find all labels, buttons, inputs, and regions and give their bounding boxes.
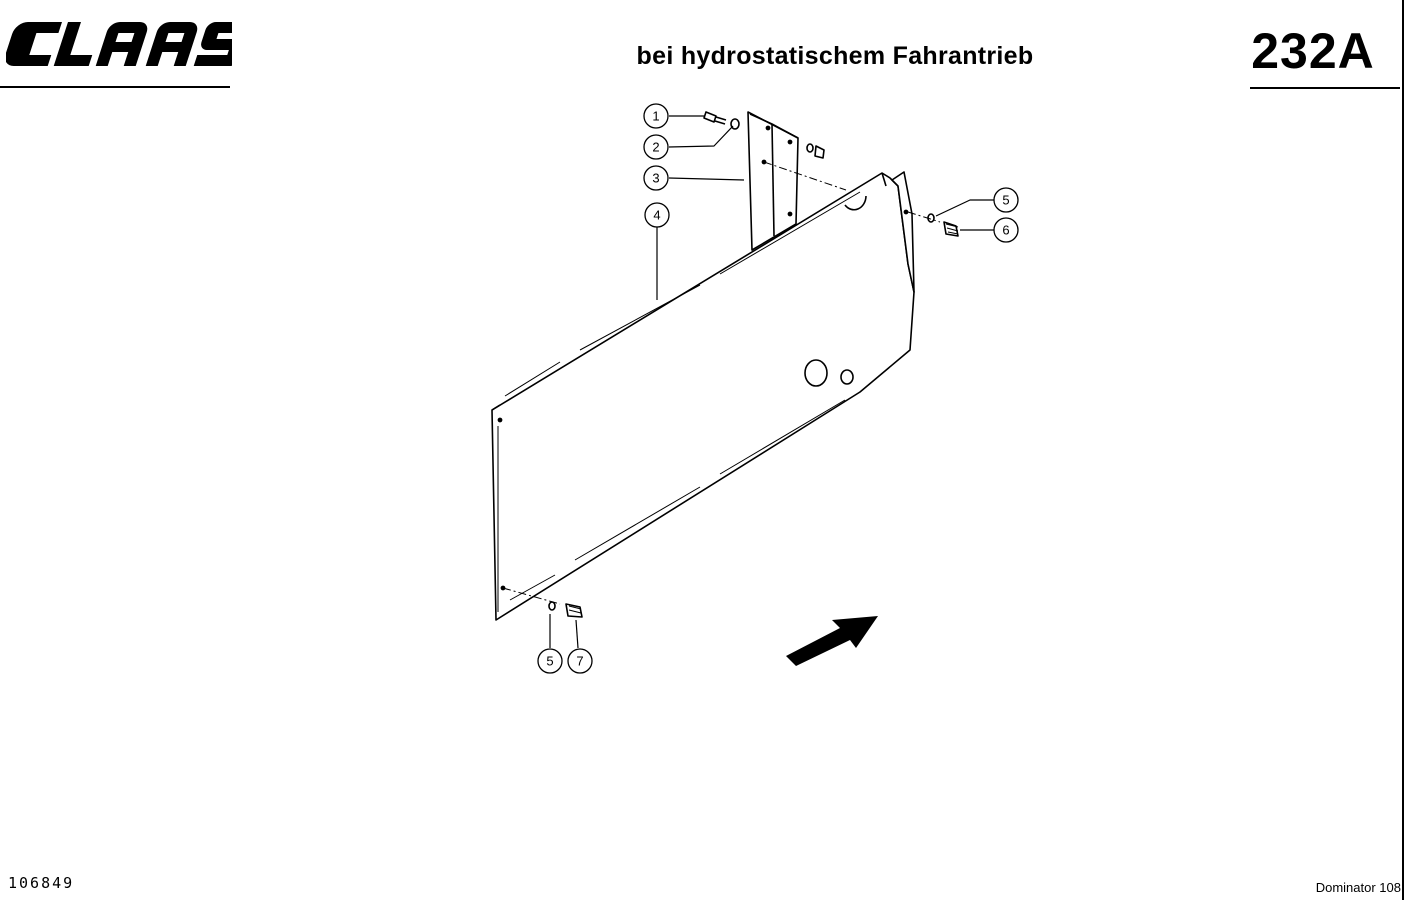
logo-underline: [0, 86, 230, 88]
washer-nut-lower: [548, 601, 583, 618]
callout-label: 2: [652, 140, 659, 155]
page-number: 232A: [1251, 23, 1375, 79]
nut-part-top: [806, 143, 825, 159]
washer-nut-upper: [927, 213, 959, 237]
callout-3: 3: [643, 165, 669, 191]
direction-arrow: [786, 616, 878, 666]
page-frame-right: [1402, 0, 1404, 900]
washer-part: [730, 118, 740, 130]
callout-label: 6: [1002, 223, 1009, 238]
document-id: 106849: [8, 874, 75, 892]
callout-label: 4: [653, 208, 660, 223]
model-label: Dominator 108: [1315, 880, 1401, 895]
page-number-underline: [1250, 87, 1400, 89]
callout-label: 1: [652, 109, 659, 124]
side-flange-part: [891, 171, 915, 293]
callout-label: 5: [1002, 193, 1009, 208]
callout-2: 2: [643, 134, 669, 160]
page-title: bei hydrostatischem Fahrantrieb: [636, 42, 1034, 70]
callout-label: 7: [576, 654, 583, 669]
callout-label: 5: [546, 654, 553, 669]
callout-5-lower: 5: [537, 648, 563, 674]
cover-panel-part: [491, 172, 915, 621]
callout-5-upper: 5: [993, 187, 1019, 213]
callout-6: 6: [993, 217, 1019, 243]
bolt-part: [703, 111, 727, 125]
callout-4: 4: [644, 202, 670, 228]
callout-7: 7: [567, 648, 593, 674]
callout-label: 3: [652, 171, 659, 186]
bracket-part: [747, 111, 799, 251]
claas-logo: [6, 22, 232, 66]
callout-1: 1: [643, 103, 669, 129]
